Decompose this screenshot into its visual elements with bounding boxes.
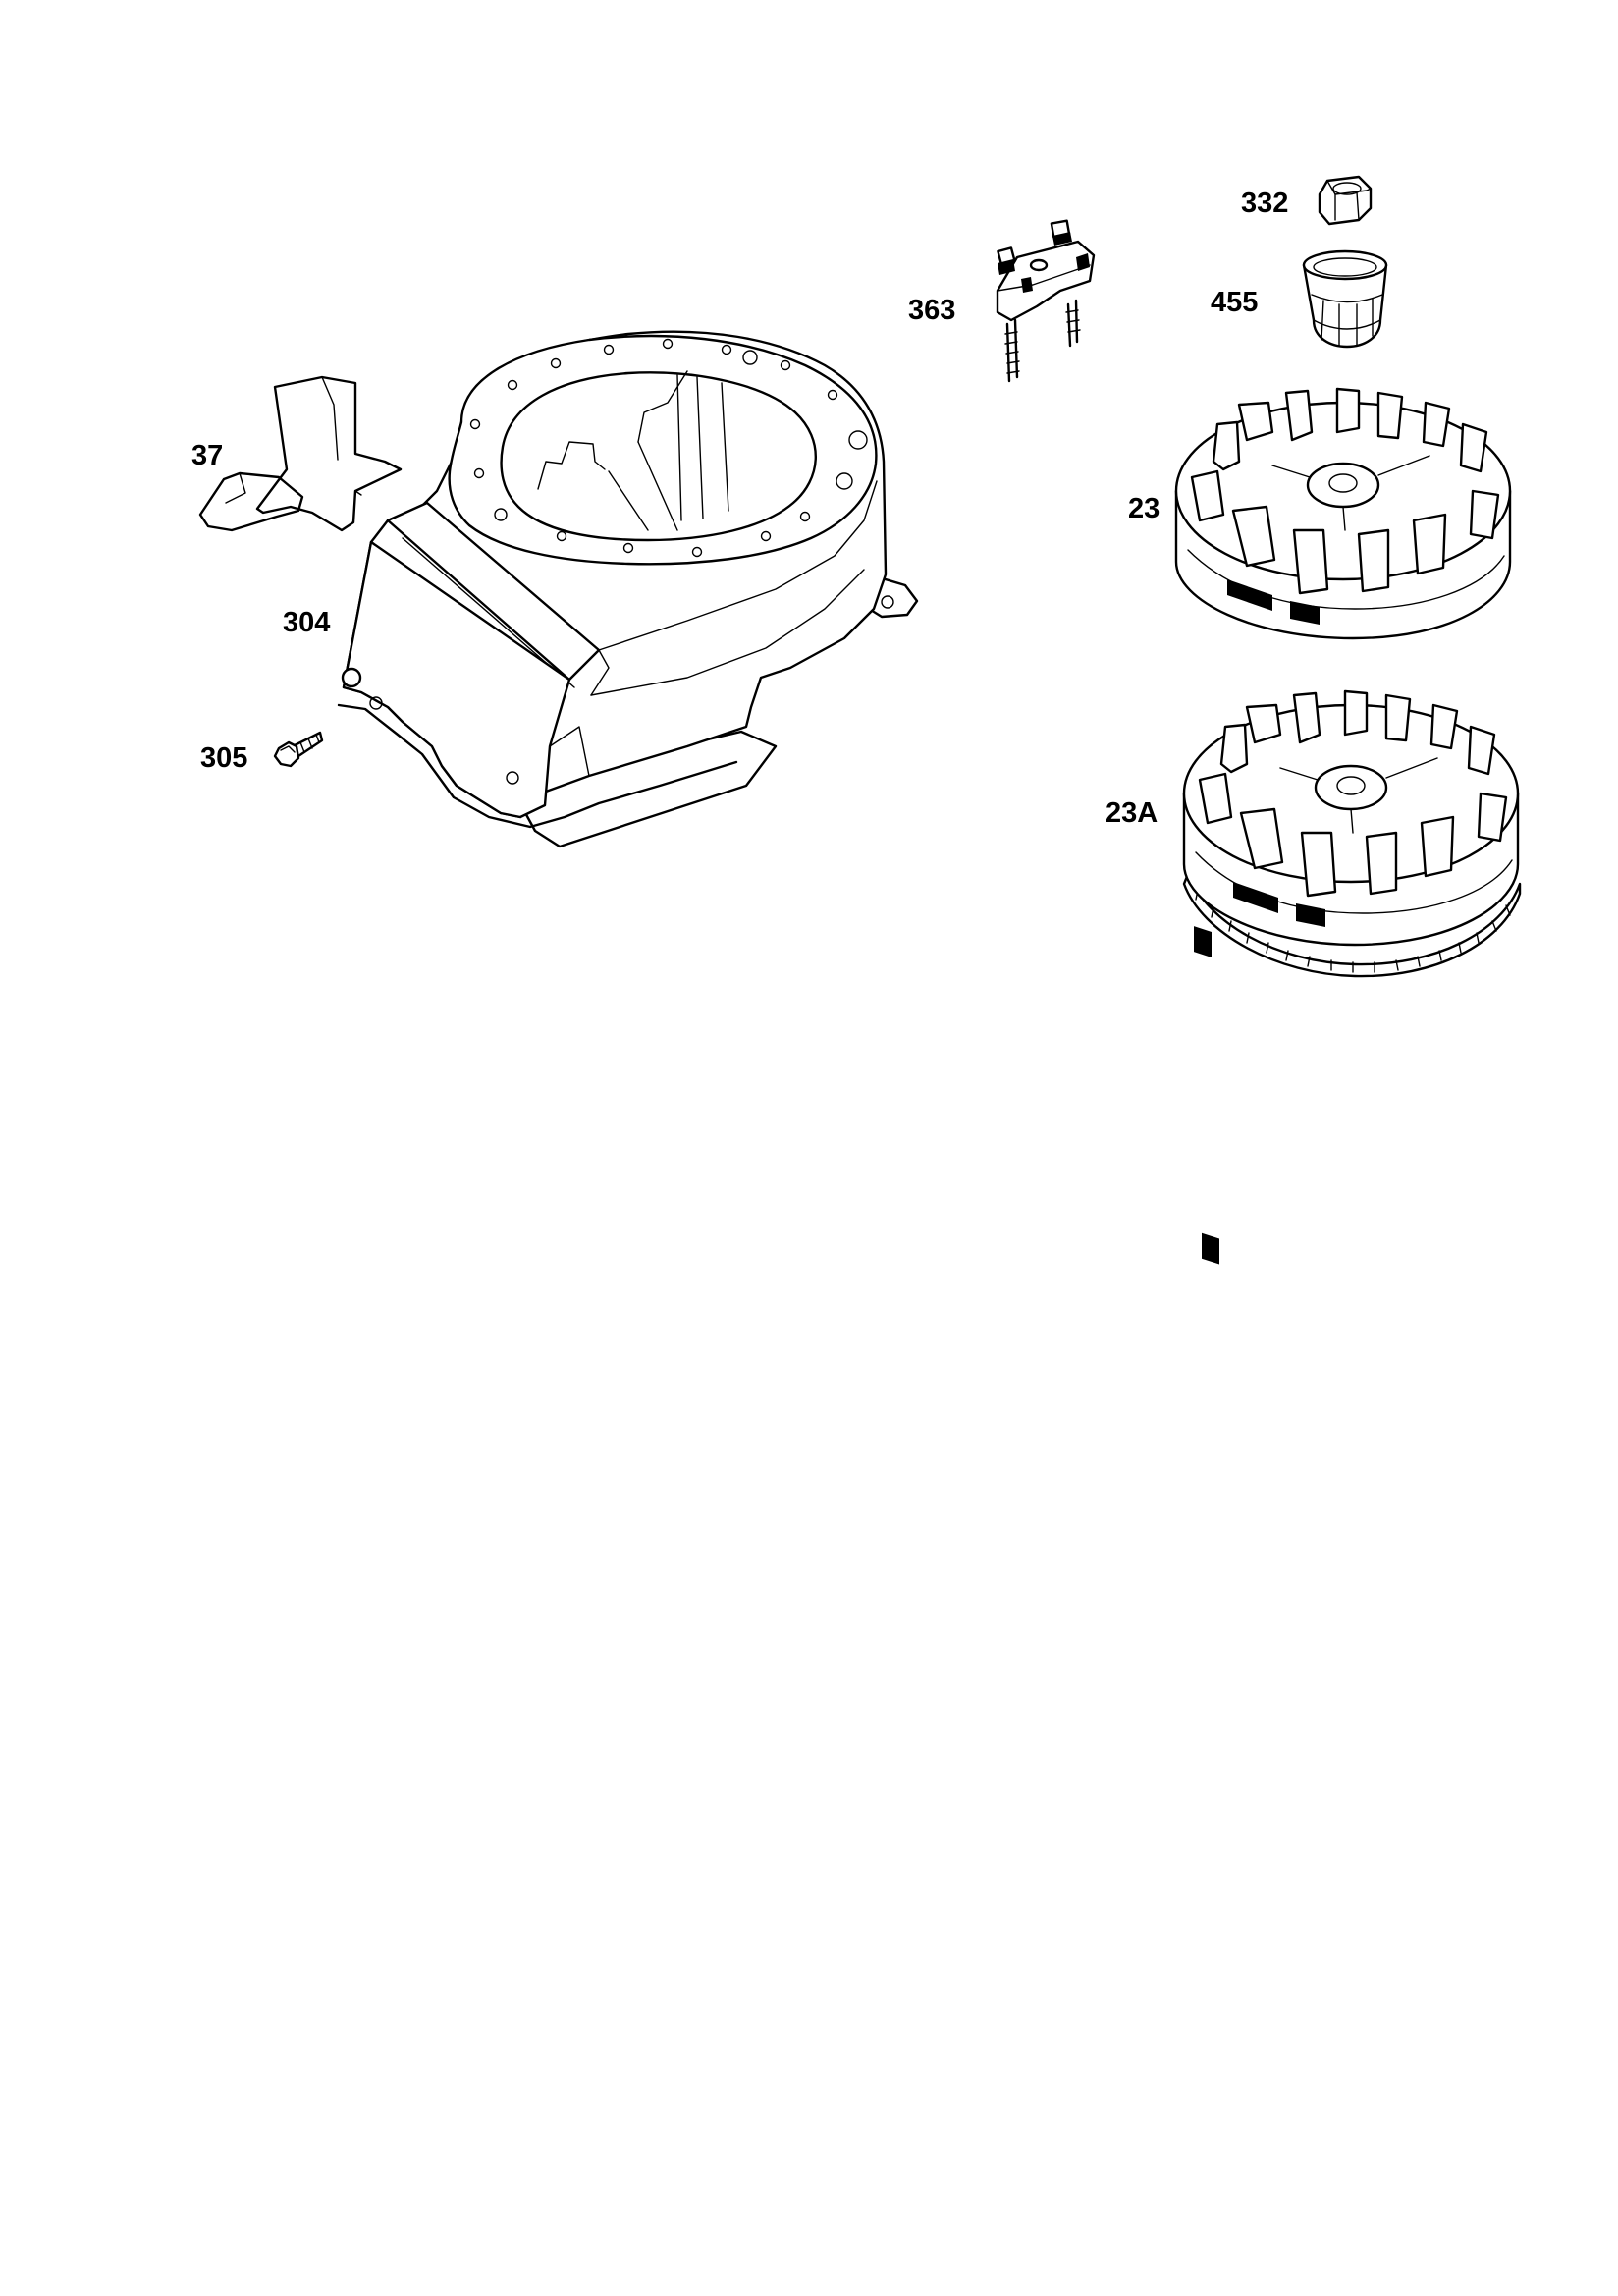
callout-37: 37 (191, 440, 223, 471)
air-guide-icon (198, 375, 403, 532)
starter-cup-icon (1302, 249, 1388, 349)
screw-icon (273, 731, 324, 768)
hex-nut-icon (1318, 175, 1373, 226)
callout-305: 305 (200, 742, 247, 774)
callout-363: 363 (908, 295, 955, 326)
callout-455: 455 (1211, 287, 1258, 318)
callout-304: 304 (283, 607, 330, 638)
flywheel-ring-gear-icon (1182, 689, 1522, 1265)
callout-332: 332 (1241, 188, 1288, 219)
ignition-armature-bracket-icon (996, 219, 1096, 383)
flywheel-icon (1174, 387, 1512, 957)
callout-23A: 23A (1106, 797, 1158, 829)
callout-23: 23 (1128, 493, 1160, 524)
flange-holes (469, 338, 868, 558)
blower-housing-icon (337, 330, 919, 848)
